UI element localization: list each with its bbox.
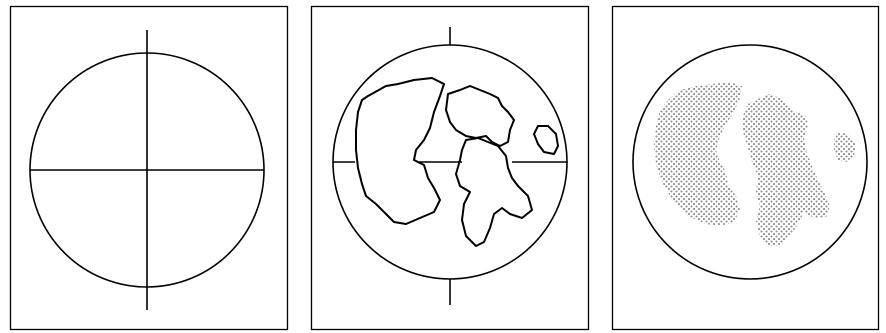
blob-outline-small-right: [534, 126, 558, 154]
blob-outline-upper-middle: [446, 86, 514, 146]
blob-stippled-large-left: [654, 82, 742, 226]
blob-stippled-right-middle: [742, 94, 830, 246]
panel-empty-field: [11, 7, 288, 330]
panel-outlined-regions: [312, 7, 589, 330]
blob-outline-lower-middle: [456, 138, 532, 246]
panel-frame: [11, 7, 288, 330]
blob-stippled-small-right: [834, 132, 856, 162]
panel-stippled-regions: [613, 7, 879, 330]
blob-outline-large-left: [356, 78, 444, 224]
panel-frame: [613, 7, 879, 330]
